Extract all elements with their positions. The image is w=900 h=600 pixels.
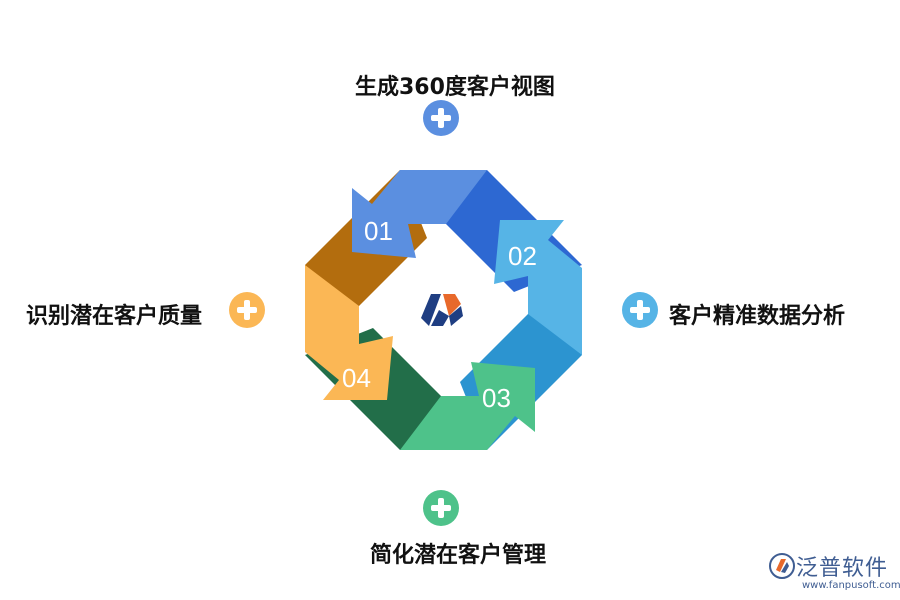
arrow-01 [352,170,487,258]
plus-icon-right[interactable] [622,292,658,328]
label-top: 生成360度客户视图 [355,75,555,100]
step-number-01: 01 [364,216,393,246]
plus-icon-top[interactable] [423,100,459,136]
arrow-04 [305,265,393,400]
brand-watermark: 泛普软件 www.fanpusoft.com [766,550,900,596]
label-bottom: 简化潜在客户管理 [370,543,547,568]
step-number-04: 04 [342,363,371,393]
brand-name: 泛普软件 [796,556,889,581]
plus-icon-bottom[interactable] [423,490,459,526]
brand-url: www.fanpusoft.com [802,580,900,591]
arrow-03 [400,362,535,450]
fanpu-logo-icon [421,294,463,326]
fanpu-brand-icon [769,553,795,579]
plus-icon-left[interactable] [229,292,265,328]
step-number-02: 02 [508,241,537,271]
arrow-02 [494,220,582,355]
label-left: 识别潜在客户质量 [26,304,203,329]
step-number-03: 03 [482,383,511,413]
label-right: 客户精准数据分析 [669,304,846,329]
